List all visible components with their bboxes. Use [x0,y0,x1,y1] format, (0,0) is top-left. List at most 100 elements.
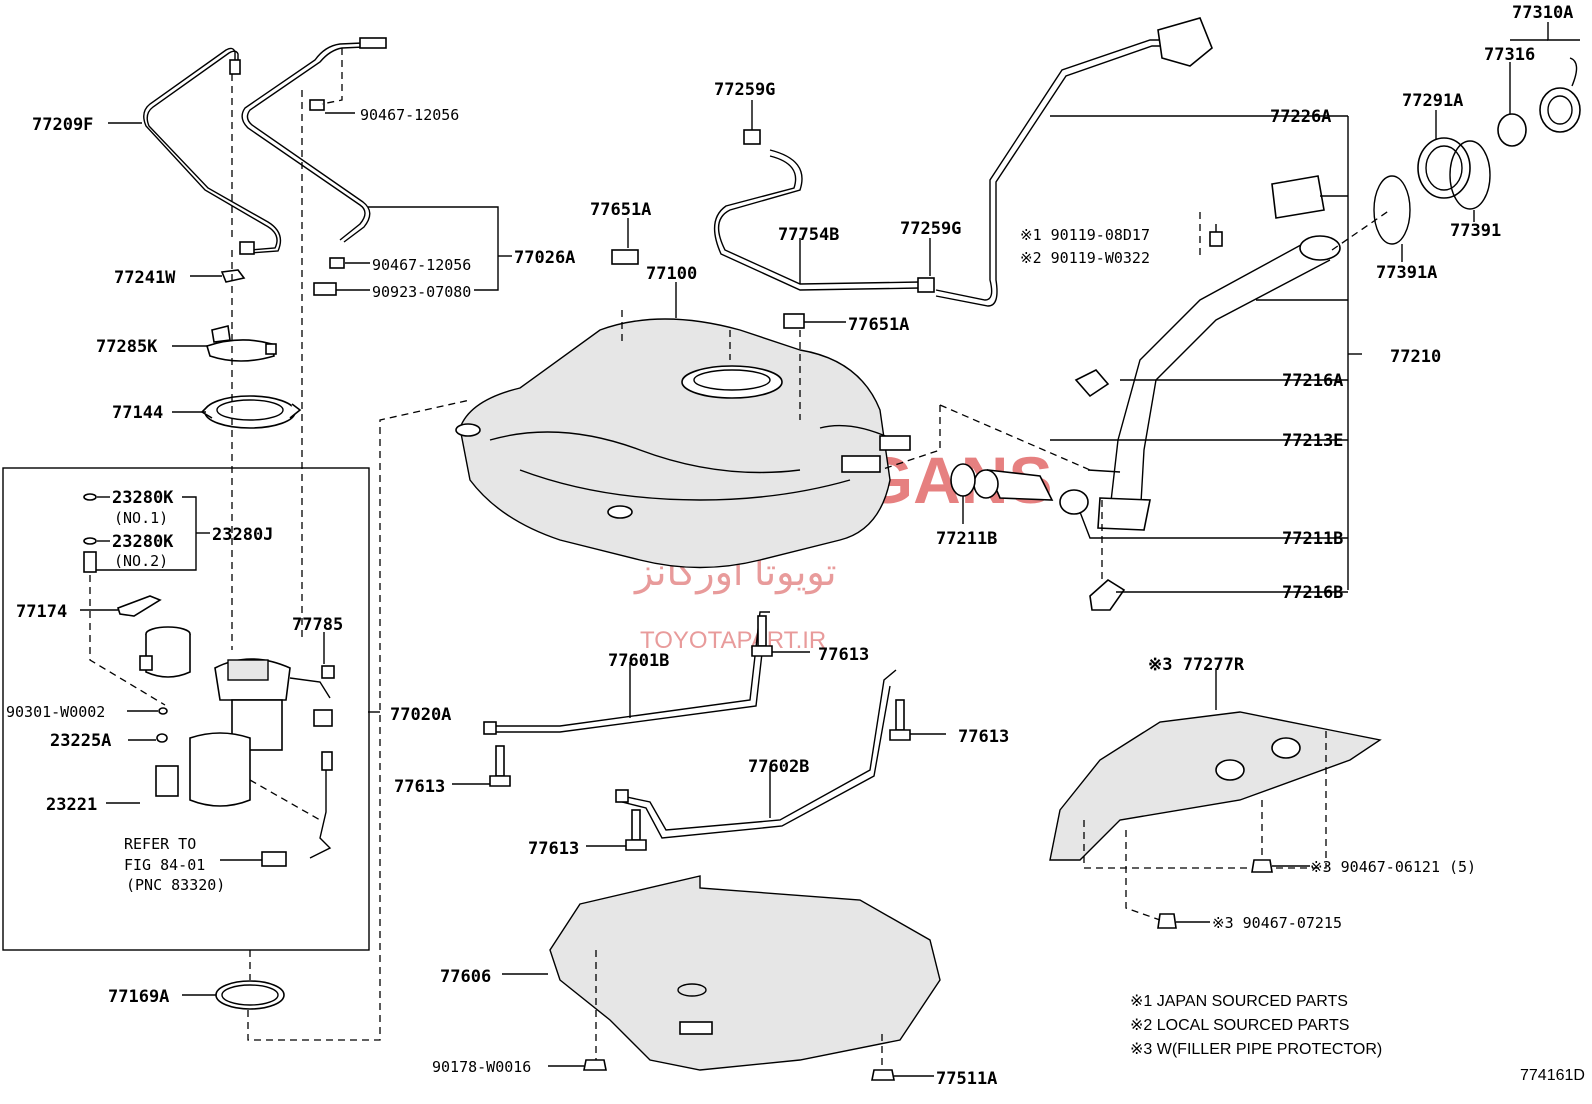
label-77391A[interactable]: 77391A [1376,263,1437,283]
hose-77754B[interactable] [713,149,921,291]
bolt-90119[interactable] [1209,224,1223,247]
label-77259G-b[interactable]: 77259G [900,219,961,239]
clamp-90467-12056[interactable] [329,257,345,269]
connector-90923-07080[interactable] [313,282,337,296]
clamp-77216A[interactable] [1074,369,1110,398]
label-77100[interactable]: 77100 [646,264,697,284]
label-77613-a[interactable]: 77613 [818,645,869,665]
clip-90178-W0016[interactable] [583,1059,607,1071]
label-77210[interactable]: 77210 [1390,347,1441,367]
check-valve[interactable] [83,551,97,573]
label-77310A[interactable]: 77310A [1512,3,1573,23]
label-90923-07080[interactable]: 90923-07080 [372,283,471,301]
sender-gauge-83320[interactable] [261,751,333,867]
label-77211B-b[interactable]: 77211B [1282,529,1343,549]
o-ring-90301-W0002[interactable] [158,707,168,715]
label-77226A[interactable]: 77226A [1270,107,1331,127]
clip-77241W[interactable] [220,269,246,283]
label-77606[interactable]: 77606 [440,967,491,987]
clip-77174[interactable] [116,595,162,617]
label-90467-06121[interactable]: ※3 90467-06121 (5) [1310,858,1476,876]
label-77020A[interactable]: 77020A [390,705,451,725]
label-90467-12056-b[interactable]: 90467-12056 [372,256,471,274]
label-77511A[interactable]: 77511A [936,1069,997,1089]
label-77213E[interactable]: 77213E [1282,431,1343,451]
band-77602B[interactable] [615,669,897,839]
filler-pipe-protector-77277R[interactable] [1049,711,1382,861]
label-90178-W0016[interactable]: 90178-W0016 [432,1058,531,1076]
under-cover-77606[interactable] [549,875,941,1071]
label-77651A-a[interactable]: 77651A [590,200,651,220]
o-ring-23280K-no2[interactable] [83,537,97,545]
label-77291A[interactable]: 77291A [1402,91,1463,111]
refer-line-2[interactable]: FIG 84-01 [124,856,205,874]
label-77785[interactable]: 77785 [292,615,343,635]
fuel-tank-77100[interactable] [455,318,911,569]
clamp-77216B[interactable] [1089,579,1126,611]
label-23280K-no1[interactable]: 23280K [112,488,174,508]
ring-77211B-a[interactable] [950,463,976,497]
hose-77213E[interactable] [973,469,1054,501]
clamp-77259G-a[interactable] [743,129,761,145]
label-23225A[interactable]: 23225A [50,731,111,751]
label-23280K-no2[interactable]: 23280K [112,532,174,552]
clip-90467-06121[interactable] [1251,859,1273,873]
clip-77511A[interactable] [871,1069,895,1081]
label-77601B[interactable]: 77601B [608,651,669,671]
label-77391[interactable]: 77391 [1450,221,1501,241]
label-77216A[interactable]: 77216A [1282,371,1343,391]
label-77602B[interactable]: 77602B [748,757,809,777]
label-77613-d[interactable]: 77613 [528,839,579,859]
label-90119-08D17[interactable]: ※1 90119-08D17 [1020,226,1150,244]
cushion-77651A-a[interactable] [611,249,639,265]
label-90467-07215[interactable]: ※3 90467-07215 [1212,914,1342,932]
fuel-line-77026A[interactable] [241,37,387,243]
fuel-filter[interactable] [139,626,191,678]
label-77211B-a[interactable]: 77211B [936,529,997,549]
cushion-77651A-b[interactable] [783,313,805,329]
bolt-77613-c[interactable] [489,745,511,787]
bolt-77613-b[interactable] [889,699,911,741]
label-77285K[interactable]: 77285K [96,337,158,357]
bolt-77613-a[interactable] [751,615,773,657]
retainer-77285K[interactable] [206,325,277,362]
ring-77391A[interactable] [1373,175,1411,245]
label-77026A[interactable]: 77026A [514,248,575,268]
label-77174[interactable]: 77174 [16,602,67,622]
label-77277R[interactable]: ※3 77277R [1148,655,1245,675]
bolt-77613-d[interactable] [625,809,647,851]
label-23221[interactable]: 23221 [46,795,97,815]
label-77651A-b[interactable]: 77651A [848,315,909,335]
ring-77144[interactable] [200,395,302,429]
clip-90467-07215[interactable] [1157,913,1177,929]
label-90119-W0322[interactable]: ※2 90119-W0322 [1020,249,1150,267]
label-23280J[interactable]: 23280J [212,525,273,545]
label-77613-c[interactable]: 77613 [394,777,445,797]
o-ring-23280K-no1[interactable] [83,493,97,501]
tube-77226A[interactable] [935,17,1213,307]
protector-77291A-side[interactable] [1271,175,1325,219]
label-77316[interactable]: 77316 [1484,45,1535,65]
label-77613-b[interactable]: 77613 [958,727,1009,747]
label-77259G-a[interactable]: 77259G [714,80,775,100]
label-77144[interactable]: 77144 [112,403,163,423]
label-77169A[interactable]: 77169A [108,987,169,1007]
wire-harness-77785[interactable] [289,665,335,727]
label-90467-12056-a[interactable]: 90467-12056 [360,106,459,124]
band-77601B[interactable] [483,611,770,735]
label-77216B[interactable]: 77216B [1282,583,1343,603]
label-77754B[interactable]: 77754B [778,225,839,245]
label-90301-W0002[interactable]: 90301-W0002 [6,703,105,721]
fuel-pump-assembly[interactable] [155,658,291,807]
label-77209F[interactable]: 77209F [32,115,93,135]
label-77241W[interactable]: 77241W [114,268,176,288]
protector-77291A[interactable] [1417,137,1471,199]
cushion-23225A[interactable] [156,733,168,743]
fuel-line-77209F[interactable] [143,47,282,255]
fuel-cap-77310A[interactable] [1539,57,1581,133]
clamp-77211B-b[interactable] [1059,489,1089,515]
clamp-77259G-b[interactable] [917,277,935,293]
ring-77391[interactable] [1449,140,1491,210]
gasket-77316[interactable] [1497,113,1527,147]
legend-notes: ※1 JAPAN SOURCED PARTS ※2 LOCAL SOURCED … [1130,993,1585,1084]
